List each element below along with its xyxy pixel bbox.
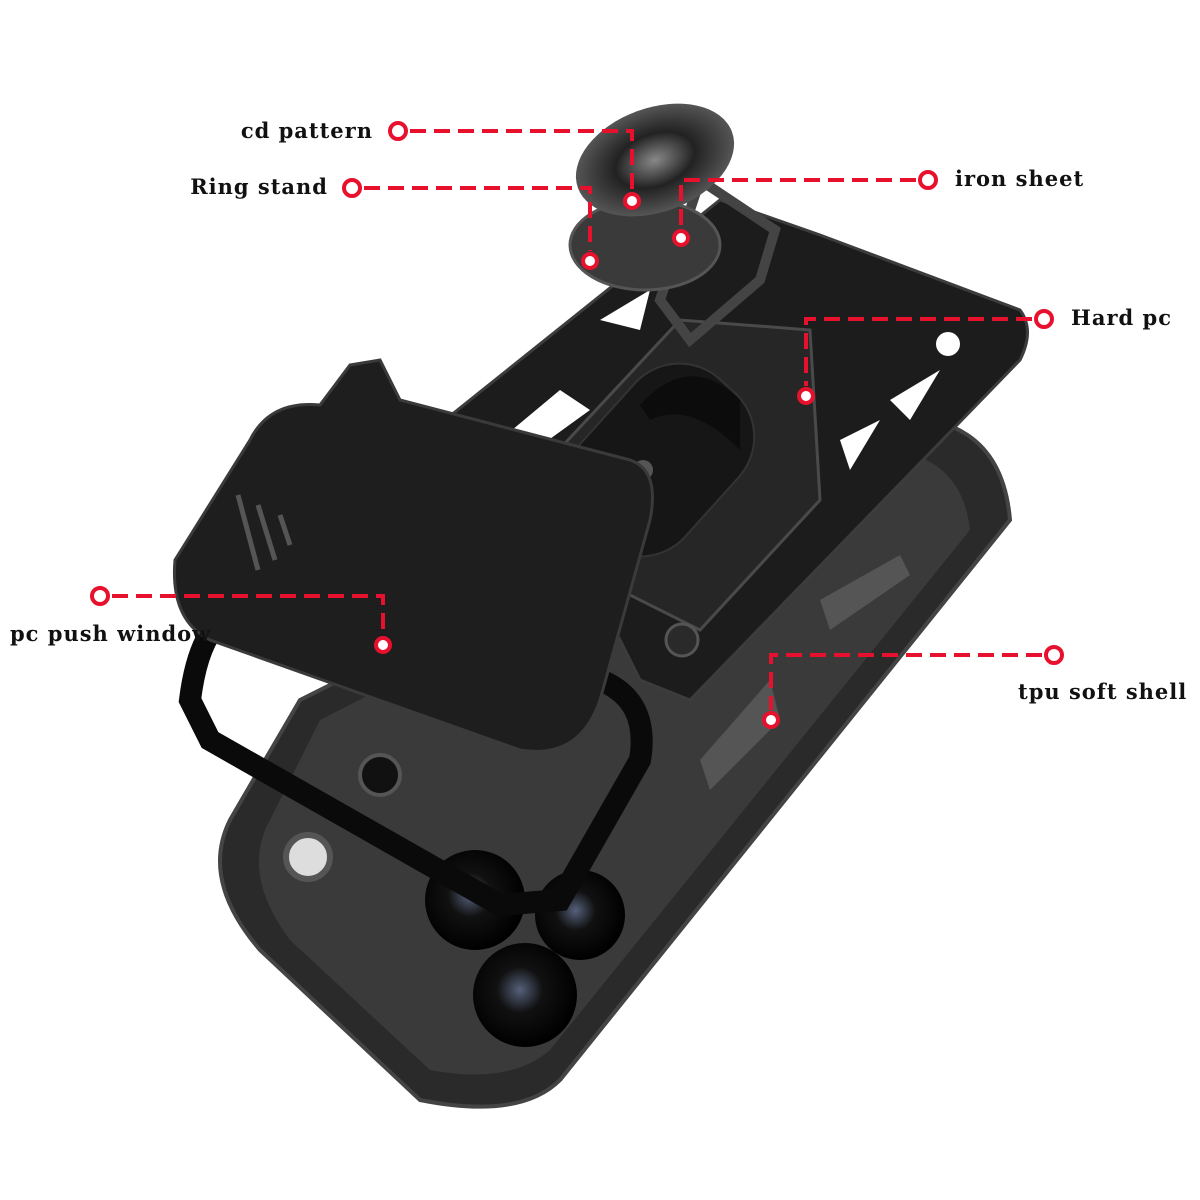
flash [283, 832, 333, 882]
callout-dot [918, 170, 938, 190]
label-iron-sheet: iron sheet [955, 166, 1085, 191]
camera-slide-cover [172, 358, 654, 753]
label-hard-pc: Hard pc [1071, 305, 1172, 330]
button-grip-pad [820, 555, 910, 630]
pc-push-window [172, 358, 654, 917]
label-cd-pattern: cd pattern [240, 118, 373, 143]
kickstand-hinge [640, 376, 740, 450]
callout-dot [90, 586, 110, 606]
callout-dot [1044, 645, 1064, 665]
callout-dot [672, 229, 690, 247]
callout-dot [374, 636, 392, 654]
callout-dot [1034, 309, 1054, 329]
callout-dot [623, 192, 641, 210]
lanyard-hole [936, 332, 960, 356]
button-grip-pad [700, 680, 780, 790]
callout-dot [797, 387, 815, 405]
label-pc-push-window: pc push window [10, 621, 212, 646]
callout-dot [762, 711, 780, 729]
microphone [358, 753, 402, 797]
callout-dot [388, 121, 408, 141]
label-tpu-soft-shell: tpu soft shell [1018, 679, 1188, 704]
camera-lens [473, 943, 577, 1047]
callout-lines [112, 129, 1042, 710]
callout-dot [342, 178, 362, 198]
label-ring-stand: Ring stand [190, 174, 328, 199]
callout-dot [581, 252, 599, 270]
callout-markers [90, 121, 1064, 729]
